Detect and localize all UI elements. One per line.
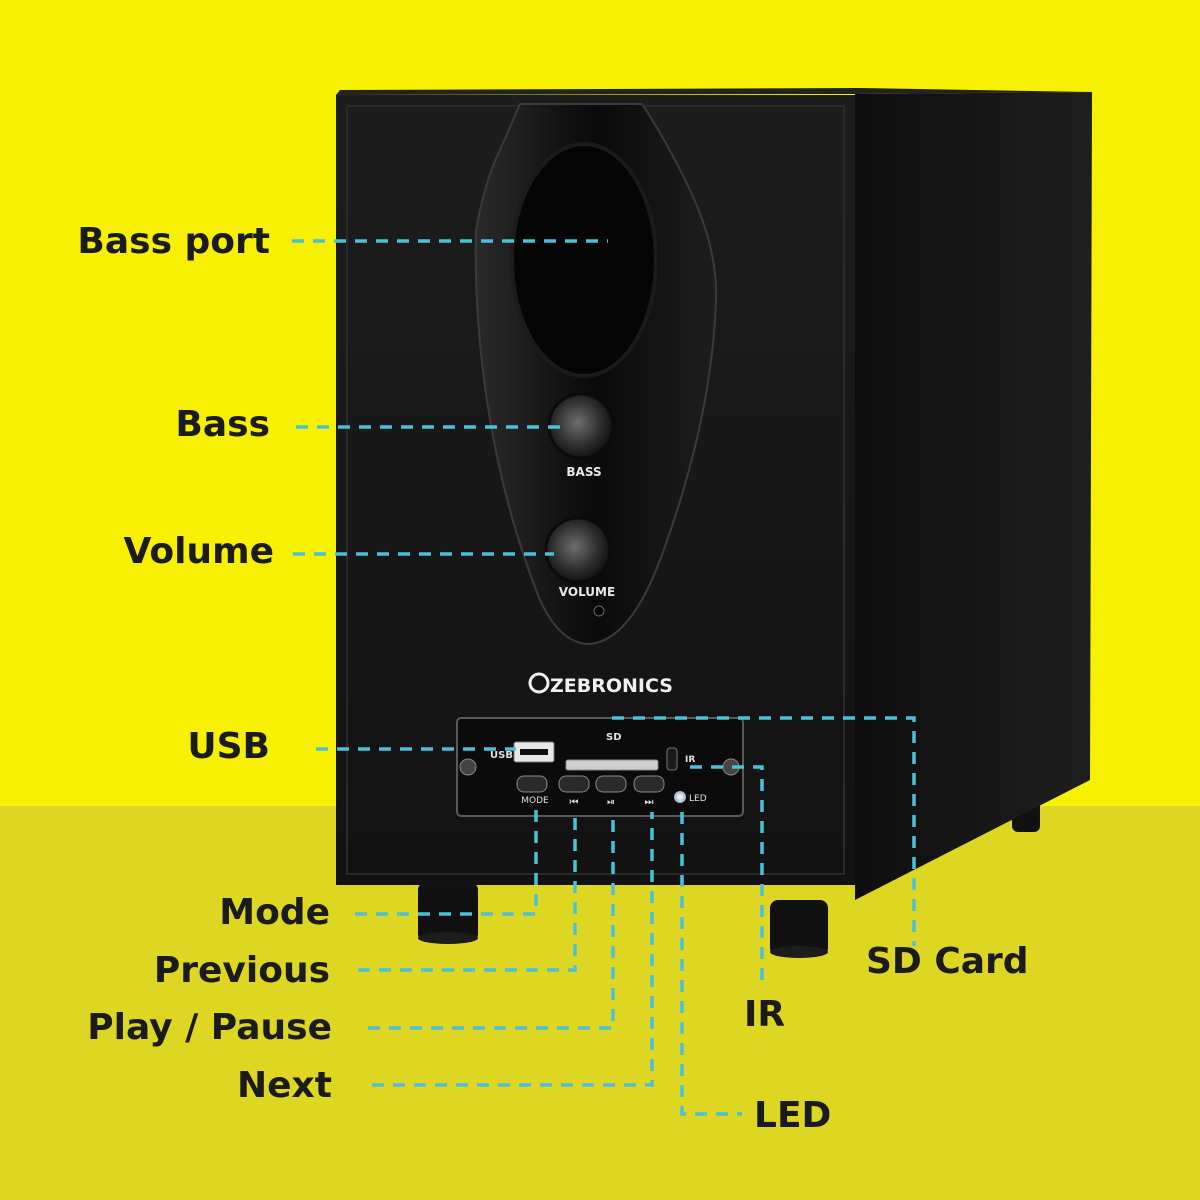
cabinet-top	[336, 88, 1092, 95]
led-indicator	[674, 791, 686, 803]
leader-next	[372, 812, 654, 1087]
callout-sd-card: SD Card	[866, 941, 1029, 982]
foot-front-right	[770, 900, 828, 956]
usb-port-slot	[520, 749, 548, 755]
brand-mark-icon	[528, 672, 550, 694]
leader-previous	[358, 812, 577, 972]
callout-mode: Mode	[219, 892, 330, 933]
ir-label: IR	[685, 755, 695, 765]
sd-slot-label: SD	[606, 732, 622, 743]
usb-port-label: USB	[490, 750, 513, 761]
media-panel: USB SD IR MODE ⏮ ⏯ ⏭ LED	[456, 717, 744, 817]
panel-screw-left-icon	[459, 758, 477, 776]
mode-button[interactable]	[516, 775, 548, 793]
bass-port	[510, 142, 658, 378]
ir-receiver	[666, 747, 678, 771]
leader-ir	[690, 765, 764, 986]
leader-lines	[292, 239, 916, 1116]
callout-bass: Bass	[175, 404, 270, 445]
previous-button[interactable]	[558, 775, 590, 793]
mode-button-label: MODE	[521, 796, 549, 806]
bass-knob-label: BASS	[566, 465, 601, 479]
play-pause-icon: ⏯	[607, 797, 615, 808]
brand-logo-text: ZEBRONICS	[550, 675, 673, 697]
callout-volume: Volume	[123, 531, 274, 572]
leader-led	[680, 812, 742, 1116]
sd-card-slot[interactable]	[565, 759, 659, 771]
headphone-jack-icon	[593, 605, 605, 617]
foot-front-right-base	[770, 946, 828, 958]
play-pause-button[interactable]	[595, 775, 627, 793]
next-icon: ⏭	[645, 797, 654, 808]
volume-knob[interactable]	[544, 516, 612, 584]
callout-previous: Previous	[153, 950, 330, 991]
callout-led: LED	[754, 1095, 832, 1136]
leader-play-pause	[368, 812, 615, 1030]
next-button[interactable]	[633, 775, 665, 793]
callout-bass-port: Bass port	[77, 221, 270, 262]
led-indicator-label: LED	[689, 794, 707, 804]
brand-logo: ZEBRONICS	[528, 672, 673, 697]
callout-next: Next	[237, 1065, 332, 1106]
volume-knob-label: VOLUME	[559, 585, 615, 599]
callout-ir: IR	[744, 994, 786, 1035]
leader-sd-card	[612, 716, 916, 946]
callout-play-pause: Play / Pause	[87, 1007, 332, 1048]
previous-icon: ⏮	[570, 797, 579, 808]
callout-usb: USB	[187, 726, 270, 767]
foot-front-left	[418, 882, 478, 942]
cabinet-side	[855, 92, 1092, 900]
foot-front-left-base	[418, 932, 478, 944]
